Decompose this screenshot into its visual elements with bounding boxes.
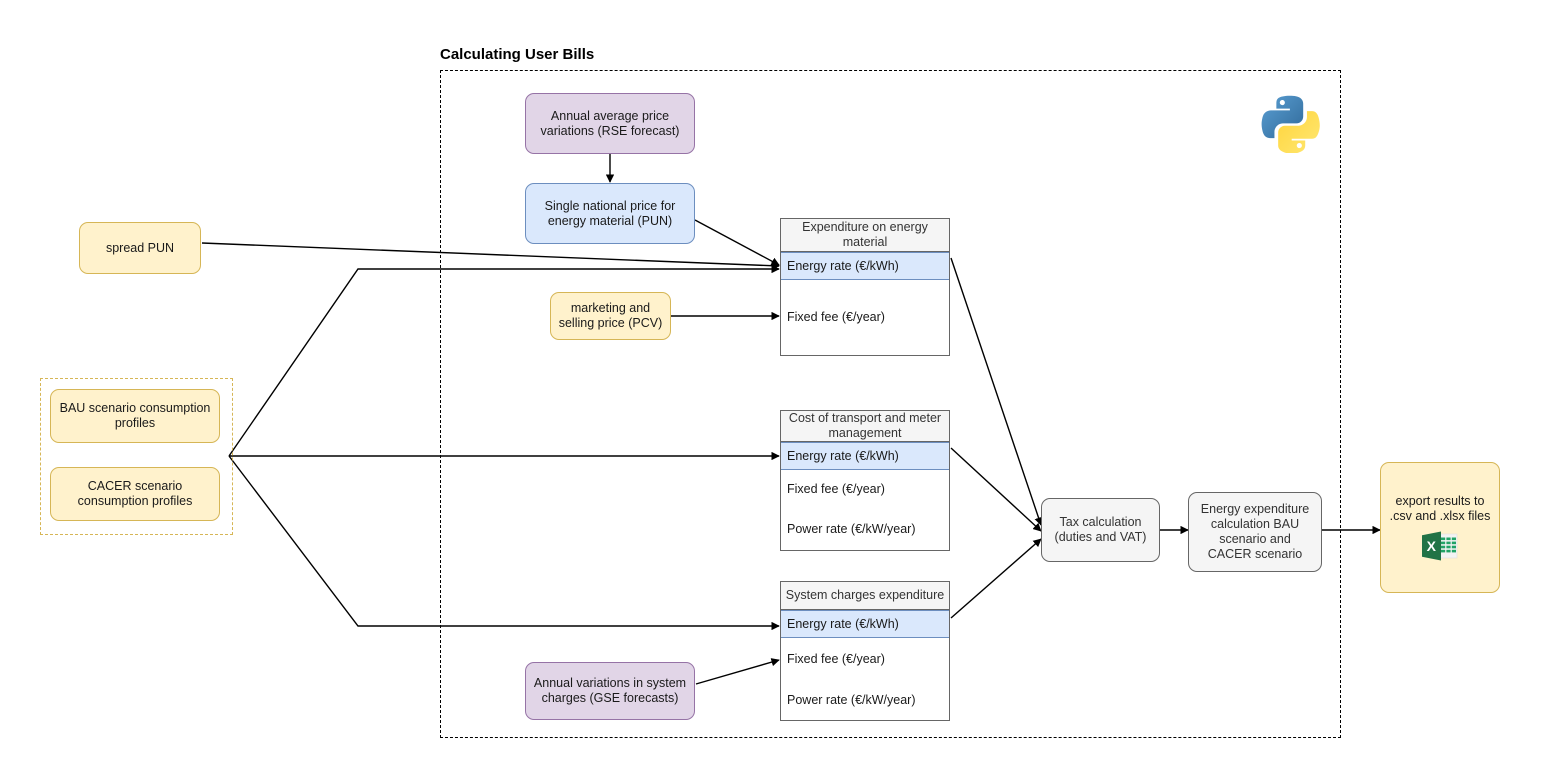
page-title: Calculating User Bills	[440, 46, 595, 63]
price-pun-single-national[interactable]: Single national price for energy materia…	[525, 183, 695, 244]
forecast-gse-system-charges[interactable]: Annual variations in system charges (GSE…	[525, 662, 695, 720]
process-tax-calculation[interactable]: Tax calculation (duties and VAT)	[1041, 498, 1160, 562]
input-bau-scenario-profiles[interactable]: BAU scenario consumption profiles	[50, 389, 220, 443]
price-pcv-label: marketing and selling price (PCV)	[558, 301, 663, 330]
table-system-charges: System charges expenditure Energy rate (…	[780, 581, 950, 721]
table-energy-material-header: Expenditure on energy material	[781, 219, 949, 252]
process-tax-calculation-label: Tax calculation (duties and VAT)	[1054, 515, 1147, 544]
table-transport-meter: Cost of transport and meter management E…	[780, 410, 950, 551]
table-transport-meter-row-power-rate[interactable]: Power rate (€/kW/year)	[787, 522, 916, 536]
price-pun-label: Single national price for energy materia…	[544, 198, 676, 228]
table-energy-material-row-fixed-fee[interactable]: Fixed fee (€/year)	[787, 310, 885, 324]
output-export-label: export results to .csv and .xlsx files	[1389, 494, 1491, 523]
process-energy-expenditure-label: Energy expenditure calculation BAU scena…	[1200, 502, 1310, 561]
table-energy-material: Expenditure on energy material Energy ra…	[780, 218, 950, 356]
python-logo-icon	[1259, 91, 1321, 154]
table-transport-meter-header: Cost of transport and meter management	[781, 411, 949, 442]
excel-file-icon: X	[1422, 531, 1458, 561]
scenario-profiles-group	[40, 378, 233, 535]
table-system-charges-header: System charges expenditure	[781, 582, 949, 610]
price-pcv-marketing-selling[interactable]: marketing and selling price (PCV)	[550, 292, 671, 340]
table-system-charges-row-energy-rate[interactable]: Energy rate (€/kWh)	[781, 610, 949, 638]
forecast-rse-price-variations[interactable]: Annual average price variations (RSE for…	[525, 93, 695, 154]
output-export-results[interactable]: export results to .csv and .xlsx files	[1380, 462, 1500, 593]
table-transport-meter-row-fixed-fee[interactable]: Fixed fee (€/year)	[787, 482, 885, 496]
input-cacer-scenario-label: CACER scenario consumption profiles	[77, 479, 193, 508]
table-transport-meter-row-energy-rate[interactable]: Energy rate (€/kWh)	[781, 442, 949, 470]
table-energy-material-row-energy-rate[interactable]: Energy rate (€/kWh)	[781, 252, 949, 280]
input-cacer-scenario-profiles[interactable]: CACER scenario consumption profiles	[50, 467, 220, 521]
forecast-rse-label: Annual average price variations (RSE for…	[540, 108, 680, 138]
process-energy-expenditure-calculation[interactable]: Energy expenditure calculation BAU scena…	[1188, 492, 1322, 572]
input-bau-scenario-label: BAU scenario consumption profiles	[59, 401, 211, 430]
calculating-user-bills-container	[440, 70, 1341, 738]
svg-text:X: X	[1427, 538, 1437, 554]
input-spread-pun[interactable]: spread PUN	[79, 222, 201, 274]
forecast-gse-label: Annual variations in system charges (GSE…	[533, 676, 687, 705]
table-system-charges-row-fixed-fee[interactable]: Fixed fee (€/year)	[787, 651, 885, 666]
input-spread-pun-label: spread PUN	[105, 240, 175, 255]
table-system-charges-row-power-rate[interactable]: Power rate (€/kW/year)	[787, 692, 916, 707]
